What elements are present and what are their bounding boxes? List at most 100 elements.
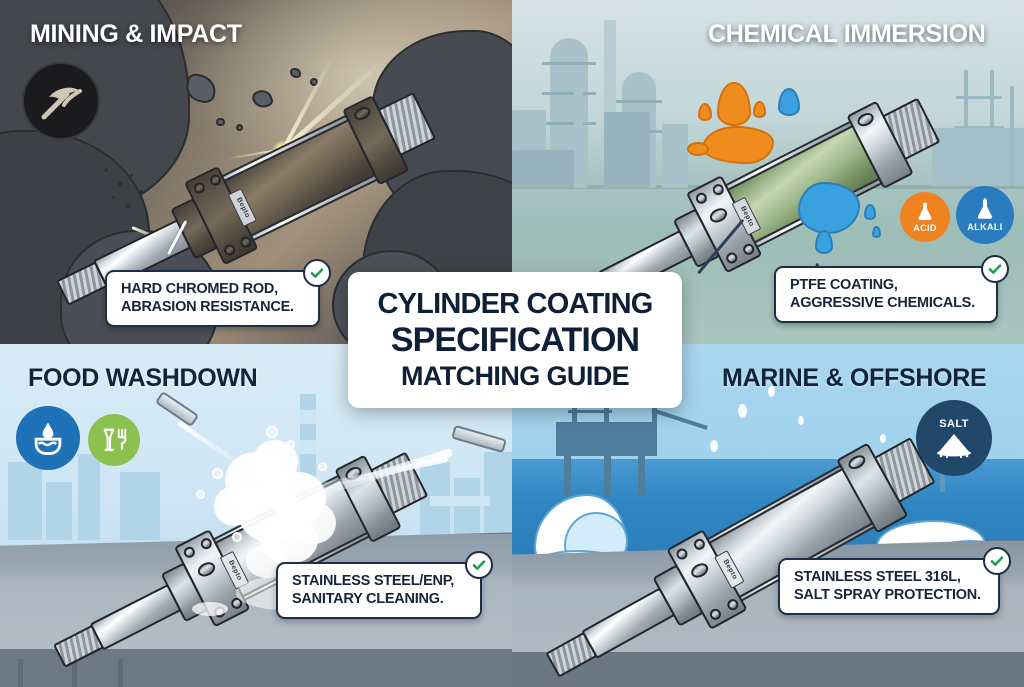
- callout-line-2: AGGRESSIVE CHEMICALS.: [790, 294, 975, 311]
- acid-droplet-small: [753, 101, 766, 118]
- tower-ring: [616, 100, 662, 103]
- bench-leg: [72, 659, 77, 687]
- sea-spray: [768, 386, 775, 397]
- derrick-brace: [956, 96, 1002, 99]
- far-rig-leg: [940, 466, 945, 492]
- derrick-leg: [1010, 86, 1014, 186]
- heading-chemical: CHEMICAL IMMERSION: [708, 20, 986, 48]
- flying-rock-debris: [290, 68, 301, 78]
- bench-puddle: [192, 602, 228, 616]
- bench-leg: [118, 659, 123, 687]
- callout-line-1: STAINLESS STEEL 316L,: [794, 569, 961, 585]
- dust-particle: [112, 196, 115, 199]
- check-icon: [990, 556, 1004, 566]
- water-bubble: [196, 490, 205, 499]
- sea-spray: [880, 434, 886, 443]
- stack-band: [300, 440, 316, 454]
- derrick-brace: [568, 410, 612, 413]
- flying-rock-debris: [216, 118, 225, 126]
- derrick-leg: [964, 70, 968, 180]
- pickaxe-badge: [22, 62, 100, 140]
- refinery-stack: [574, 66, 583, 188]
- plant-block: [46, 482, 72, 540]
- callout-line-1: HARD CHROMED ROD,: [121, 281, 278, 297]
- plant-block: [604, 112, 650, 188]
- dust-particle: [130, 174, 133, 177]
- alkali-droplet-small: [815, 230, 833, 254]
- water-bubble: [286, 440, 295, 449]
- check-badge: [465, 551, 493, 579]
- piston-rod: [581, 587, 676, 660]
- foam-blob: [292, 502, 336, 544]
- alkali-droplet: [778, 88, 800, 116]
- dust-particle: [118, 182, 122, 186]
- water-bubble: [232, 532, 242, 542]
- plant-band: [430, 496, 490, 506]
- panel-marine-offshore: Bepto SALT MARINE & OFFSHORE: [512, 344, 1024, 687]
- heading-mining: MINING & IMPACT: [30, 20, 242, 48]
- sea-spray: [710, 440, 718, 452]
- callout-chemical: PTFE COATING, AGGRESSIVE CHEMICALS.: [774, 255, 1009, 324]
- plant-block: [78, 454, 100, 540]
- rig-support-leg: [604, 454, 611, 496]
- plant-block: [8, 462, 42, 540]
- tower-ring: [542, 92, 596, 95]
- rig-support-leg: [638, 454, 645, 496]
- badge-alkali: ALKALI: [956, 186, 1014, 244]
- bench-leg: [18, 659, 23, 687]
- badge-washdown: [16, 406, 80, 470]
- title-line-1: CYLINDER COATING: [377, 287, 653, 320]
- callout-marine: STAINLESS STEEL 316L, SALT SPRAY PROTECT…: [778, 547, 1011, 616]
- sea-spray: [738, 404, 747, 418]
- water-bubble: [212, 468, 223, 479]
- derrick-leg: [990, 70, 994, 180]
- check-icon: [472, 560, 486, 570]
- plant-block: [120, 472, 160, 540]
- salt-pile-icon: [937, 434, 971, 458]
- pickaxe-icon: [41, 87, 82, 120]
- rig-support-leg: [564, 454, 571, 496]
- poster-title-card: CYLINDER COATING SPECIFICATION MATCHING …: [348, 272, 682, 408]
- dust-particle: [140, 190, 143, 193]
- acid-droplet-small: [698, 103, 712, 121]
- check-icon: [310, 268, 324, 278]
- callout-food: STAINLESS STEEL/ENP, SANITARY CLEANING.: [276, 551, 493, 620]
- plant-block: [454, 478, 480, 540]
- callout-line-2: ABRASION RESISTANCE.: [121, 298, 294, 315]
- flying-rock-debris: [236, 124, 243, 131]
- callout-mining: HARD CHROMED ROD, ABRASION RESISTANCE.: [105, 259, 331, 328]
- stack-band: [300, 410, 316, 424]
- badge-label: ACID: [913, 223, 937, 233]
- callout-line-1: STAINLESS STEEL/ENP,: [292, 573, 455, 589]
- heading-marine: MARINE & OFFSHORE: [722, 364, 987, 392]
- dust-particle: [126, 204, 130, 208]
- rig-platform-deck: [556, 422, 654, 456]
- badge-salt: SALT: [916, 400, 992, 476]
- piston-rod: [89, 583, 182, 651]
- title-line-2: SPECIFICATION: [390, 320, 640, 359]
- food-safe-icon: [103, 428, 127, 451]
- water-bubble: [318, 462, 327, 471]
- callout-line-2: SANITARY CLEANING.: [292, 590, 444, 607]
- callout-line-2: SALT SPRAY PROTECTION.: [794, 586, 981, 603]
- alkali-droplet-small: [864, 204, 876, 220]
- flask-icon: [918, 202, 932, 220]
- plant-block: [662, 124, 688, 188]
- badge-label: SALT: [939, 418, 969, 430]
- check-badge: [983, 547, 1011, 575]
- acid-splash-blob: [687, 142, 709, 156]
- sea-spray: [798, 416, 804, 425]
- alkali-droplet-small: [872, 226, 881, 238]
- platform-deck: [932, 128, 1024, 186]
- badge-acid: ACID: [900, 192, 950, 242]
- acid-splash: [702, 126, 774, 164]
- tower-ring: [542, 122, 596, 125]
- callout-line-1: PTFE COATING,: [790, 277, 898, 293]
- badge-food-safe: [88, 414, 140, 466]
- check-icon: [988, 264, 1002, 274]
- check-badge: [981, 255, 1009, 283]
- water-bubble: [266, 426, 278, 438]
- foam-blob: [214, 486, 254, 526]
- tower-ring: [542, 62, 596, 65]
